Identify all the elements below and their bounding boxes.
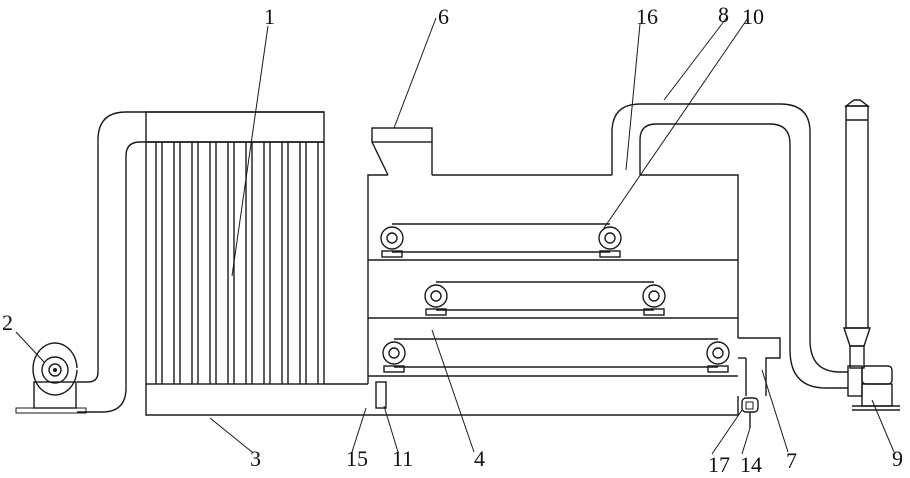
label-4: 4 (474, 446, 485, 471)
label-11: 11 (392, 446, 413, 471)
exchanger-tubes (156, 142, 318, 384)
chimney (844, 100, 870, 368)
label-9: 9 (892, 446, 903, 471)
label-3: 3 (250, 446, 261, 471)
inlet-duct (77, 112, 324, 412)
label-14: 14 (740, 452, 762, 477)
label-8: 8 (718, 2, 729, 27)
label-17: 17 (708, 452, 730, 477)
discharge-7 (738, 338, 780, 396)
label-6: 6 (438, 4, 449, 29)
feed-hopper-6 (372, 128, 432, 175)
drying-chamber (368, 175, 738, 384)
return-duct-8 (612, 104, 848, 388)
valve-17 (742, 398, 758, 428)
conveyor-belt-top (381, 224, 621, 257)
label-2: 2 (2, 310, 13, 335)
sensor-11 (376, 382, 386, 408)
base-duct-3 (146, 384, 738, 415)
label-10: 10 (742, 4, 764, 29)
heat-exchanger-1 (146, 112, 324, 384)
label-1: 1 (264, 4, 275, 29)
conveyor-belt-middle (425, 282, 665, 315)
exhaust-fan-9 (848, 366, 900, 410)
label-7: 7 (786, 448, 797, 473)
fan-2 (16, 343, 86, 413)
conveyor-belt-4 (383, 339, 729, 372)
leader-lines (16, 16, 894, 454)
label-15: 15 (346, 446, 368, 471)
label-16: 16 (636, 4, 658, 29)
